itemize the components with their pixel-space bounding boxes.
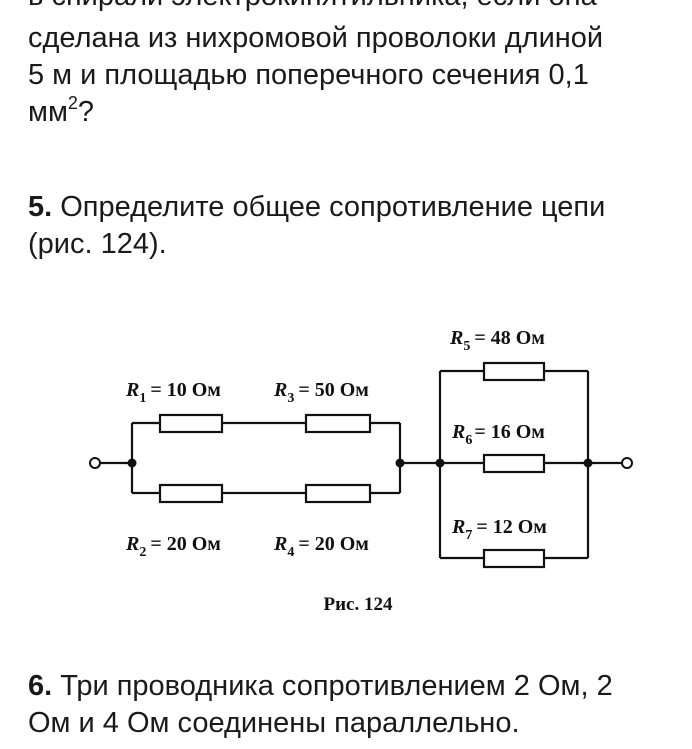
problem6-number: 6.	[28, 670, 53, 702]
unit-mm: мм	[28, 96, 68, 128]
problem5-line1: 5. Определите общее сопротивление цепи	[28, 189, 678, 226]
problem5-line2: (рис. 124).	[28, 228, 167, 260]
label-r6: R6= 16 Ом	[451, 421, 545, 448]
junction-parallel-in	[435, 458, 445, 468]
label-r2: R2= 20 Ом	[125, 533, 221, 560]
resistor-r7	[482, 548, 546, 569]
problem6-line1: 6. Три проводника сопротивлением 2 Ом, 2	[28, 668, 678, 705]
problem4-cut-line: в спирали электрокипятильника, если она	[28, 0, 597, 15]
junction-middle	[395, 458, 405, 468]
question-mark: ?	[77, 96, 95, 128]
problem4-text: сделана из нихромовой проволоки длиной 5…	[28, 20, 678, 131]
input-terminal	[89, 457, 101, 469]
circuit-diagram: R1= 10 Ом R3= 50 Ом R2= 20 Ом R4= 20 Ом …	[89, 327, 633, 615]
label-r1: R1= 10 Ом	[125, 379, 221, 406]
output-terminal	[621, 457, 633, 469]
resistor-r3	[304, 413, 372, 434]
problem6-question: Три проводника сопротивлением 2 Ом, 2	[60, 670, 613, 702]
problem4-line1: сделана из нихромовой проволоки длиной	[28, 22, 604, 54]
problem5-text: 5. Определите общее сопротивление цепи (…	[28, 189, 678, 263]
problem4-line3: мм2?	[28, 94, 678, 131]
resistor-r5	[482, 361, 546, 382]
junction-right	[583, 458, 593, 468]
unit-exponent: 2	[67, 93, 78, 113]
resistor-r1	[158, 413, 224, 434]
label-r4: R4= 20 Ом	[273, 533, 369, 560]
label-r7: R7= 12 Ом	[451, 516, 547, 543]
problem6-text: 6. Три проводника сопротивлением 2 Ом, 2…	[28, 668, 678, 742]
junction-left	[127, 458, 137, 468]
figure-caption: Рис. 124	[324, 594, 393, 615]
resistor-r6	[482, 453, 546, 474]
problem4-line2: 5 м и площадью поперечного сечения 0,1	[28, 59, 589, 91]
resistor-r4	[304, 483, 372, 504]
problem5-question: Определите общее сопротивление цепи	[60, 191, 606, 223]
problem5-number: 5.	[28, 191, 53, 223]
problem6-line2: Ом и 4 Ом соединены параллельно.	[28, 707, 520, 739]
label-r3: R3= 50 Ом	[273, 379, 369, 406]
label-r5: R5= 48 Ом	[449, 327, 545, 354]
resistor-r2	[158, 483, 224, 504]
